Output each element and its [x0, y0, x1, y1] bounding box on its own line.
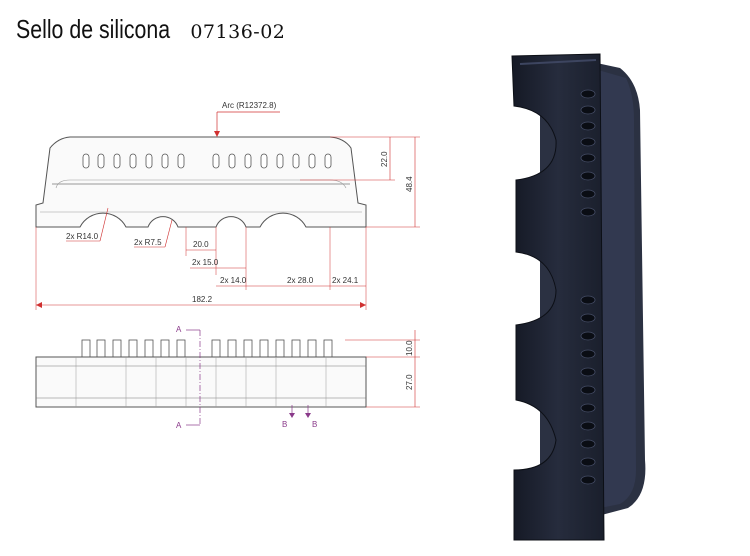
photo-hole: [580, 385, 596, 395]
side-peg: [259, 339, 269, 358]
photo-hole: [580, 331, 596, 341]
side-view: A A B B 10.0 27.0: [35, 325, 420, 430]
photo-hole: [580, 439, 596, 449]
photo-hole: [580, 403, 596, 413]
top-slot: [177, 153, 185, 169]
photo-hole: [580, 153, 596, 163]
top-slot: [145, 153, 153, 169]
top-view: Arc (R12372.8) 22.0 48.4 2x R14.0 2x R7.…: [35, 101, 420, 310]
dim-20: 20.0: [193, 240, 209, 249]
side-peg: [176, 339, 186, 358]
photo-hole: [580, 105, 596, 115]
side-peg: [243, 339, 253, 358]
dim-r-small: 2x R7.5: [134, 238, 162, 247]
side-peg: [275, 339, 285, 358]
top-slot: [308, 153, 316, 169]
top-slot: [129, 153, 137, 169]
photo-hole: [580, 171, 596, 181]
top-slot: [212, 153, 220, 169]
top-slot: [244, 153, 252, 169]
top-slot: [228, 153, 236, 169]
top-slot: [82, 153, 90, 169]
side-peg: [160, 339, 170, 358]
side-peg: [96, 339, 106, 358]
photo-hole: [580, 295, 596, 305]
dim-height-top: 22.0: [380, 151, 389, 167]
section-a-bottom: A: [176, 421, 182, 430]
side-peg: [211, 339, 221, 358]
side-view-body: [35, 356, 367, 408]
dim-28: 2x 28.0: [287, 276, 314, 285]
top-slot: [161, 153, 169, 169]
section-b-left: B: [282, 420, 287, 429]
photo-hole: [580, 89, 596, 99]
side-peg-row: [81, 339, 333, 358]
product-photo: [511, 53, 646, 541]
photo-hole: [580, 189, 596, 199]
side-peg: [81, 339, 91, 358]
dim-peg-height: 10.0: [405, 340, 414, 356]
dim-r-large: 2x R14.0: [66, 232, 99, 241]
top-slot: [260, 153, 268, 169]
photo-hole: [580, 421, 596, 431]
dim-15: 2x 15.0: [192, 258, 219, 267]
top-slot: [113, 153, 121, 169]
side-peg: [227, 339, 237, 358]
side-peg: [144, 339, 154, 358]
dim-14: 2x 14.0: [220, 276, 247, 285]
photo-hole: [580, 367, 596, 377]
dim-body-height: 27.0: [405, 374, 414, 390]
top-view-outline: [35, 136, 367, 228]
side-peg: [323, 339, 333, 358]
product-code: 07136-02: [190, 21, 286, 43]
photo-hole-row: [580, 89, 596, 485]
dim-height-total: 48.4: [405, 176, 414, 192]
section-b-right: B: [312, 420, 317, 429]
top-slot-row: [82, 153, 332, 169]
page-title: Sello de silicona 07136-02: [16, 14, 285, 45]
dim-overall: 182.2: [192, 295, 213, 304]
photo-hole: [580, 313, 596, 323]
arc-label: Arc (R12372.8): [222, 101, 277, 110]
photo-hole: [580, 349, 596, 359]
top-slot: [276, 153, 284, 169]
photo-hole: [580, 137, 596, 147]
section-a-top: A: [176, 325, 182, 334]
top-slot: [324, 153, 332, 169]
top-slot: [97, 153, 105, 169]
photo-hole: [580, 121, 596, 131]
product-name: Sello de silicona: [16, 14, 171, 44]
photo-hole: [580, 475, 596, 485]
photo-hole: [580, 207, 596, 217]
side-peg: [128, 339, 138, 358]
dim-24: 2x 24.1: [332, 276, 359, 285]
photo-hole: [580, 457, 596, 467]
side-peg: [112, 339, 122, 358]
side-peg: [291, 339, 301, 358]
side-peg: [307, 339, 317, 358]
top-slot: [292, 153, 300, 169]
